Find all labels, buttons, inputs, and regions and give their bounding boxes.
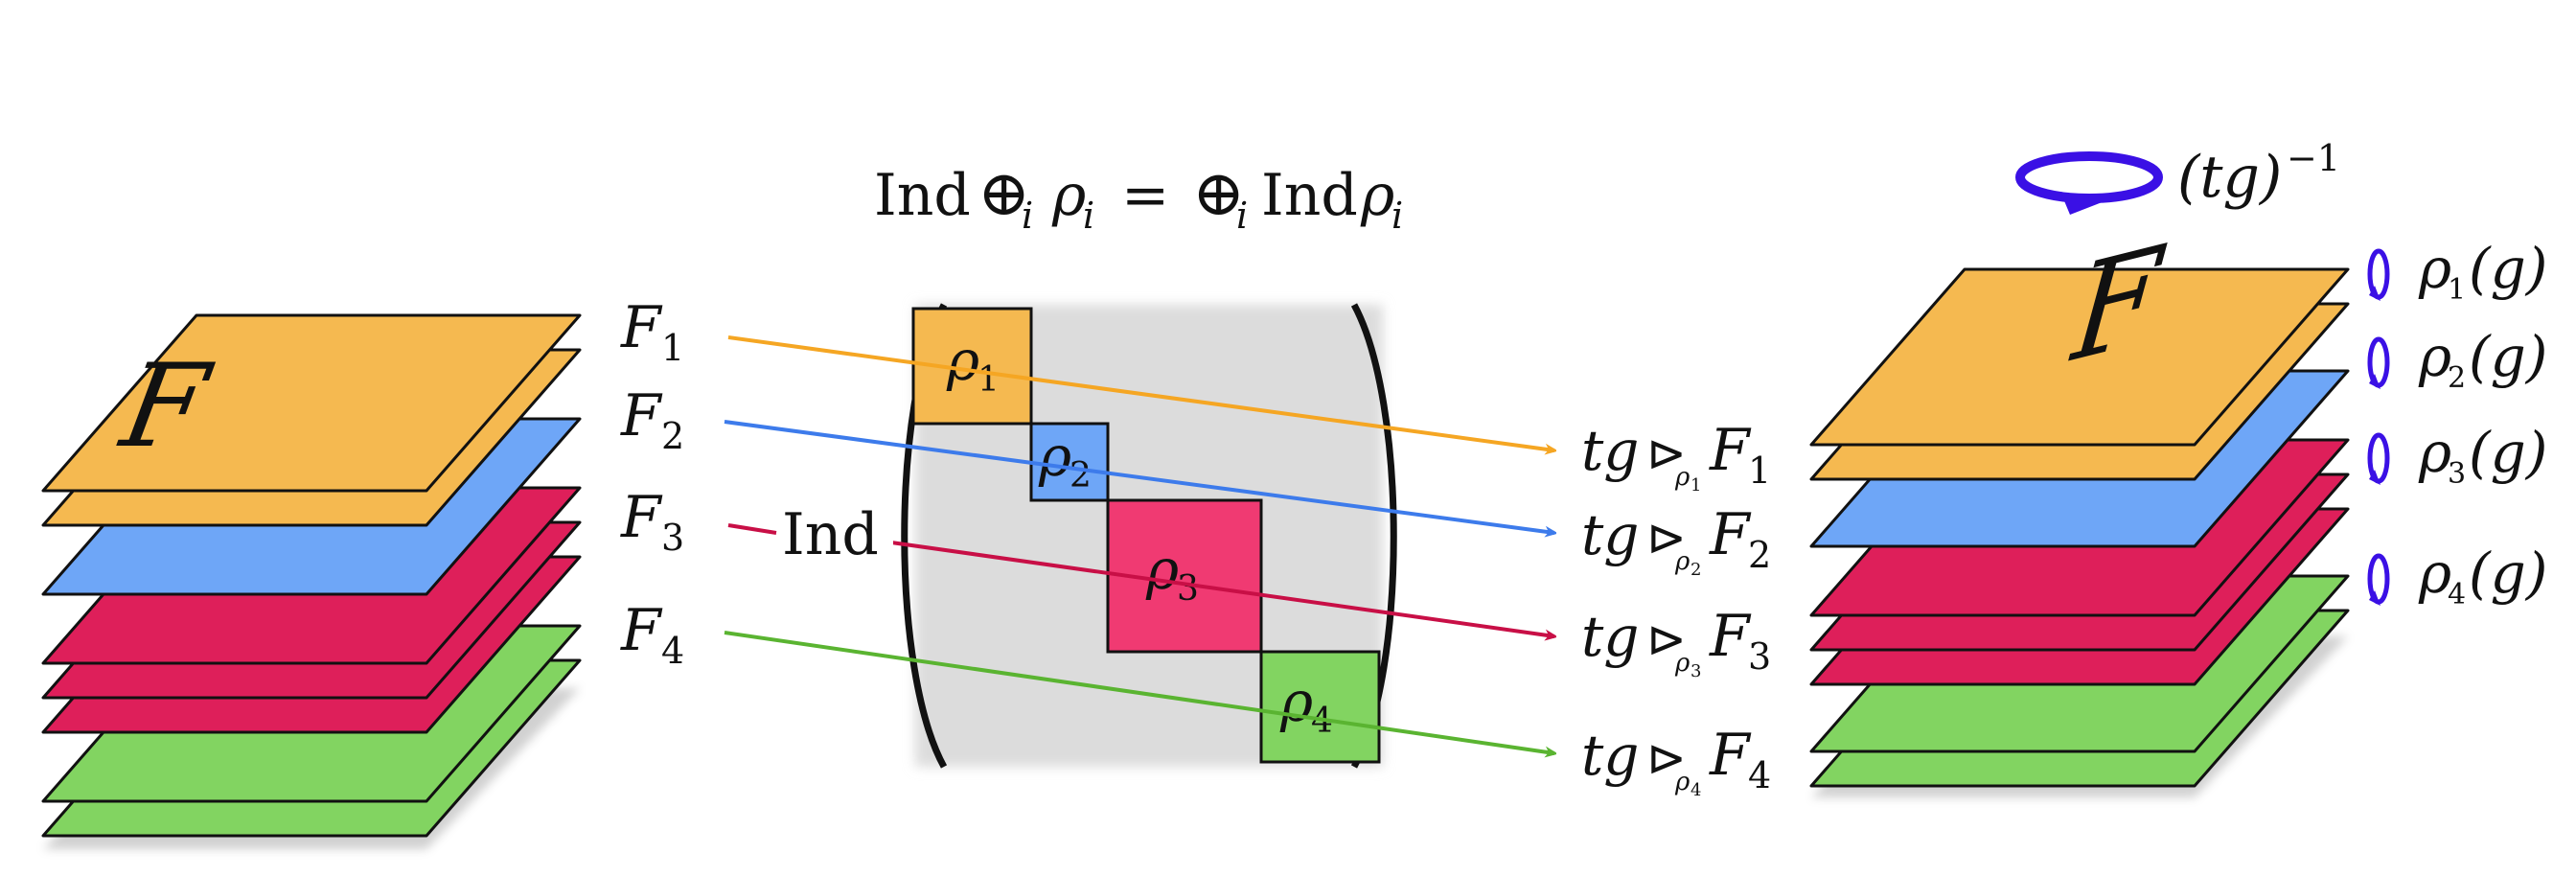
output-F-sub: 2 [1748,534,1771,576]
equation-ind-right: Ind [1261,162,1358,229]
block-rho1-sub: 1 [978,360,1000,400]
equation-sub-left: i [1022,195,1033,237]
action-label-1: ρ1(g) [2367,236,2547,307]
rotation-exponent: −1 [2287,137,2340,179]
small-rotation-arrowhead-icon [2369,590,2380,606]
action-rho-sub: 2 [2448,361,2466,395]
block-rho4 [1259,650,1381,764]
action-arg: (g) [2469,324,2547,389]
output-F-sub: 4 [1748,754,1771,796]
label-F2: F [620,382,663,450]
left-sub-labels: F 1 F 2 F 3 F 4 [620,294,684,672]
small-rotation-arrowhead-icon [2369,286,2380,301]
small-rotation-arrowhead-icon [2369,374,2380,389]
action-label-3: ρ3(g) [2367,420,2547,491]
rotation-indicator: (tg) −1 [2015,137,2340,215]
output-F-sub: 3 [1748,635,1771,678]
block-rho2-label: ρ [1038,424,1071,489]
induction-equation: Ind ⊕ i ρ i = ⊕ i Ind ρ i [874,156,1403,237]
output-rho-sub: 2 [1690,560,1701,580]
block-rho2-sub: 2 [1070,456,1092,496]
output-rho-sub: 1 [1690,475,1701,496]
output-F: F [1709,417,1752,484]
action-rho: ρ [2418,236,2451,301]
left-plane-1 [41,313,582,493]
arrow-F3-start [727,523,777,535]
block-rho1-label: ρ [946,328,979,393]
equation-equals: = [1121,162,1169,229]
rotation-arrowhead-icon [2060,192,2104,215]
output-tg: tg [1581,723,1639,788]
equation-oplus-left: ⊕ [978,156,1030,230]
action-rho: ρ [2418,541,2451,606]
action-rho-sub: 1 [2448,273,2466,307]
arrow-F3 [890,541,1554,636]
arrow-F4 [724,631,1554,753]
output-tg: tg [1581,418,1639,483]
ind-label: Ind [782,501,879,568]
output-rho: ρ [1674,649,1690,678]
small-rotation-arrowhead-icon [2369,470,2380,485]
output-triangle-icon: ⊳ [1646,426,1687,481]
label-F4: F [620,597,663,664]
output-F: F [1709,603,1752,670]
right-plane-stack [1809,267,2350,797]
arrow-F1 [727,335,1554,450]
equation-oplus-right: ⊕ [1192,156,1245,230]
output-F: F [1709,501,1752,568]
label-F1: F [620,294,663,361]
label-F2-sub: 2 [661,415,684,457]
label-F3-sub: 3 [661,517,684,559]
block-matrix: ρ 1 ρ 2 ρ 3 ρ 4 [901,303,1397,769]
output-rho: ρ [1674,463,1690,492]
equation-rho-left: ρ [1051,162,1086,229]
output-rho: ρ [1674,547,1690,576]
output-rho-sub: 4 [1690,780,1701,800]
action-rho: ρ [2418,420,2451,485]
action-rho-sub: 3 [2448,457,2466,491]
block-rho3-label: ρ [1145,537,1179,602]
action-arg: (g) [2469,420,2547,485]
rotation-label: (tg) [2177,144,2282,211]
output-F-sub: 1 [1748,450,1771,492]
output-F: F [1709,722,1752,789]
output-triangle-icon: ⊳ [1646,611,1687,667]
equation-rho-sub-right: i [1392,195,1403,237]
output-triangle-icon: ⊳ [1646,730,1687,786]
action-rho-sub: 4 [2448,578,2466,611]
action-label-2: ρ2(g) [2367,324,2547,395]
output-rho: ρ [1674,768,1690,796]
equation-rho-sub-left: i [1083,195,1094,237]
output-tg: tg [1581,502,1639,567]
label-F3: F [620,484,663,551]
equation-rho-right: ρ [1360,162,1394,229]
block-rho4-label: ρ [1279,669,1313,734]
block-rho3-sub: 3 [1177,569,1199,609]
arrow-F2 [724,420,1554,533]
equation-sub-right: i [1236,195,1248,237]
mapping-arrows [724,316,1554,759]
label-F4-sub: 4 [661,630,684,672]
output-rho-sub: 3 [1690,661,1701,681]
action-rho: ρ [2418,324,2451,389]
action-arg: (g) [2469,541,2547,606]
equation-ind-left: Ind [874,162,971,229]
action-label-4: ρ4(g) [2367,541,2547,611]
output-triangle-icon: ⊳ [1646,510,1687,565]
output-tg: tg [1581,604,1639,669]
right-plane-1 [1809,267,2350,447]
label-F1-sub: 1 [661,327,684,369]
arrow-fade-overlay [915,316,1346,759]
rotation-ellipse [2015,151,2163,203]
left-plane-stack [41,313,582,849]
action-labels: ρ1(g)ρ2(g)ρ3(g)ρ4(g) [2367,236,2547,611]
action-arg: (g) [2469,236,2547,301]
ind-label-background [778,503,893,570]
